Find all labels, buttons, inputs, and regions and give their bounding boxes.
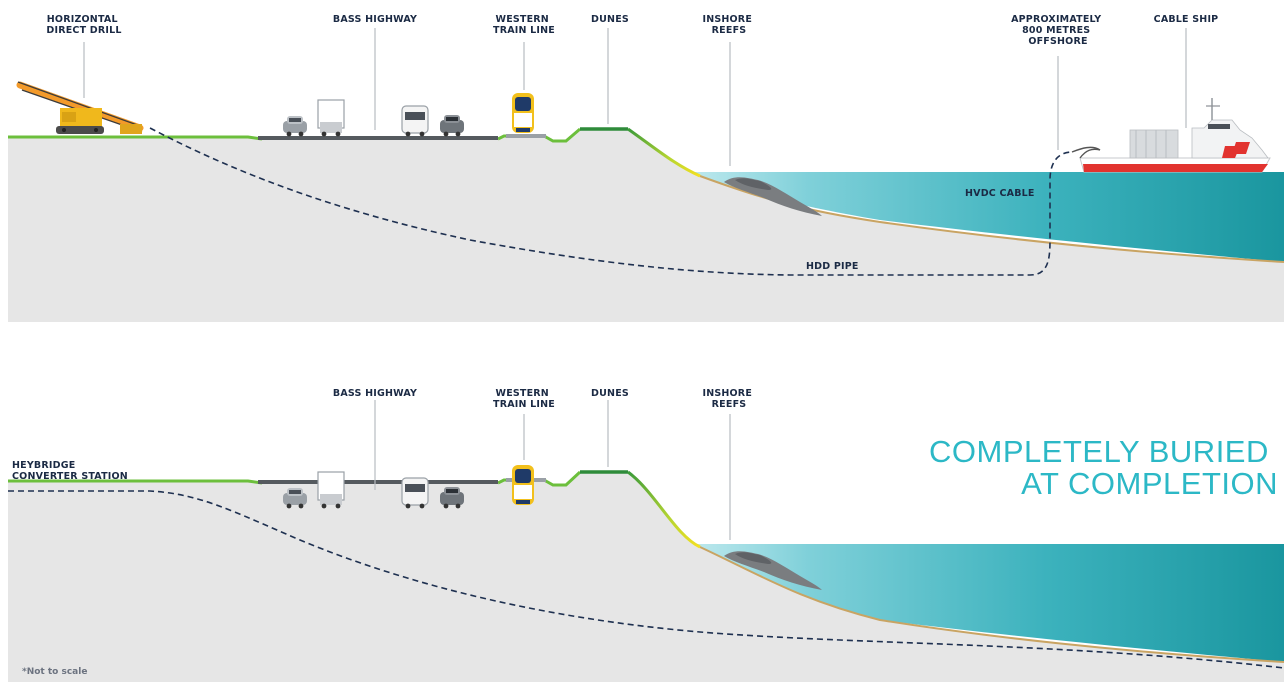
top-panel: HORIZONTAL DIRECT DRILL BASS HIGHWAY WES… <box>8 14 1284 322</box>
label-station: HEYBRIDGE CONVERTER STATION <box>12 460 128 482</box>
headline: COMPLETELY BURIED AT COMPLETION <box>929 434 1278 501</box>
sea-water <box>690 172 1284 262</box>
sea-water <box>690 544 1284 662</box>
label-offshore: APPROXIMATELY 800 METRES OFFSHORE <box>1011 14 1105 47</box>
reef-rocks-icon <box>724 177 822 216</box>
train-icon <box>512 465 534 505</box>
seabed-line <box>699 546 1284 663</box>
bottom-panel: BASS HIGHWAY WESTERN TRAIN LINE DUNES IN… <box>8 388 1284 682</box>
car-icon <box>440 115 464 137</box>
car-icon <box>283 488 307 509</box>
road <box>258 480 498 484</box>
grass-line <box>8 135 263 141</box>
truck-icon <box>317 471 345 509</box>
label-highway: BASS HIGHWAY <box>333 388 417 399</box>
label-ship: CABLE SHIP <box>1154 14 1219 25</box>
reef-rocks-icon <box>724 551 822 590</box>
car-icon <box>440 487 464 509</box>
ship-icon <box>1079 98 1271 173</box>
drill-rig-icon <box>16 81 144 134</box>
road <box>258 136 498 140</box>
grass-line-2 <box>497 127 581 143</box>
label-reefs: INSHORE REEFS <box>702 388 755 410</box>
label-train: WESTERN TRAIN LINE <box>493 14 555 36</box>
footnote-not-to-scale: *Not to scale <box>22 667 87 677</box>
label-highway: BASS HIGHWAY <box>333 14 417 25</box>
buried-cable <box>8 490 1284 669</box>
car-icon <box>283 116 307 137</box>
grass-line <box>8 479 263 485</box>
van-icon <box>401 105 429 137</box>
label-hvdc-cable: HVDC CABLE <box>965 188 1035 199</box>
label-dunes: DUNES <box>591 14 629 25</box>
label-reefs: INSHORE REEFS <box>702 14 755 36</box>
ground-section <box>8 129 1284 322</box>
rail-bed <box>506 134 546 138</box>
label-hdd-pipe: HDD PIPE <box>806 261 859 272</box>
van-icon <box>401 477 429 509</box>
label-train: WESTERN TRAIN LINE <box>493 388 555 410</box>
label-dunes: DUNES <box>591 388 629 399</box>
dune-slope <box>627 127 701 178</box>
truck-icon <box>317 99 345 137</box>
ground-section <box>8 472 1284 682</box>
grass-line-2 <box>497 470 582 487</box>
dune-slope <box>627 470 701 549</box>
train-icon <box>512 93 534 133</box>
hdd-pipe <box>149 127 1073 276</box>
label-hdd: HORIZONTAL DIRECT DRILL <box>46 14 121 36</box>
